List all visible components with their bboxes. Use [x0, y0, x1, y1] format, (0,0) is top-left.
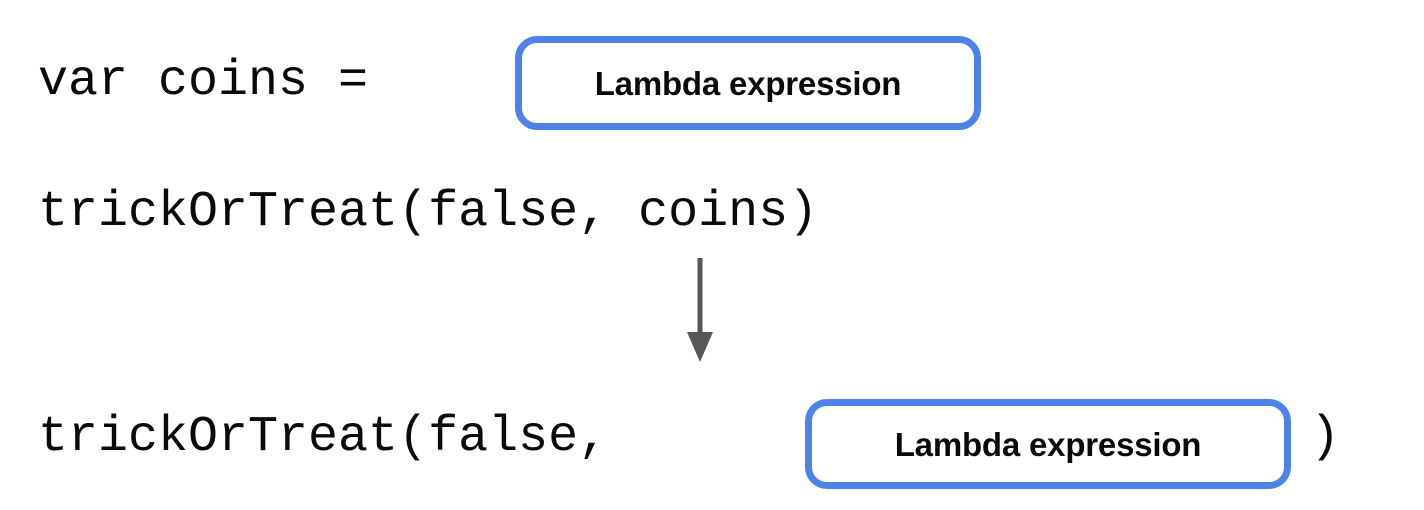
lambda-expression-chip-before[interactable]: Lambda expression [515, 36, 981, 130]
code-closing-paren: ) [1310, 409, 1341, 466]
arrow-down-glyph [687, 258, 713, 362]
lambda-expression-chip-label: Lambda expression [594, 64, 902, 102]
lambda-expression-chip-after[interactable]: Lambda expression [805, 399, 1291, 489]
lambda-expression-chip-label: Lambda expression [894, 425, 1202, 463]
code-line-call-before: trickOrTreat(false, coins) [38, 184, 819, 241]
code-line-assignment: var coins = [38, 53, 399, 110]
code-line-call-after: trickOrTreat(false, [38, 409, 639, 466]
arrow-down-icon [670, 258, 730, 370]
